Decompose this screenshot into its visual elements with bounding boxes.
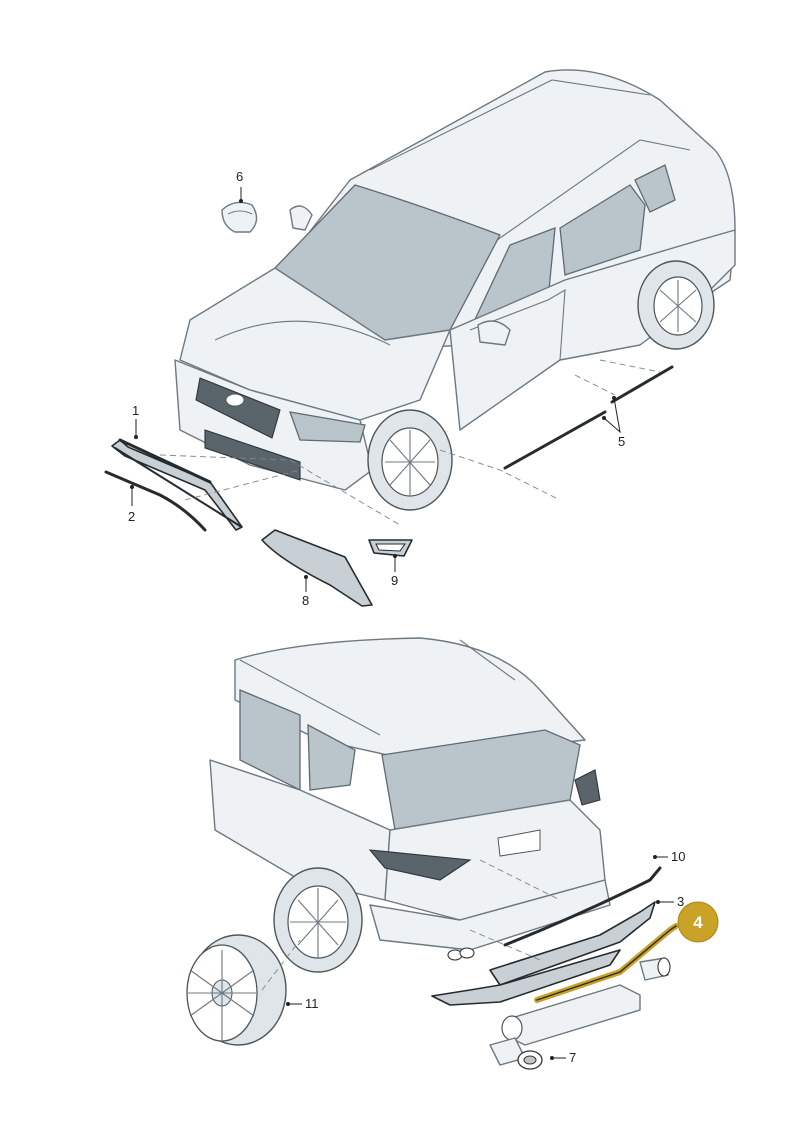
lower-trim-part xyxy=(261,529,373,607)
side-strip-parts xyxy=(503,365,674,470)
highlight-badge[interactable]: 4 xyxy=(677,901,719,943)
assembly-guide-lines-bottom xyxy=(261,859,561,991)
highlight-badge-circle xyxy=(677,901,719,943)
rear-vehicle-illustration xyxy=(209,637,611,973)
upper-trim-part xyxy=(503,866,662,947)
callout-7: 7 xyxy=(569,1050,576,1065)
mirror-cap-part xyxy=(221,201,258,233)
highlighted-trim-part xyxy=(534,923,679,1003)
highlight-badge-label: 4 xyxy=(693,913,703,932)
callout-8: 8 xyxy=(302,593,309,608)
callout-10: 10 xyxy=(671,849,685,864)
callout-9: 9 xyxy=(391,573,398,588)
grille-frame-part xyxy=(111,438,243,531)
assembly-guide-lines-top xyxy=(159,359,661,526)
front-vehicle-illustration xyxy=(174,69,736,511)
callout-5: 5 xyxy=(618,434,625,449)
grille-trim-part xyxy=(104,470,207,532)
fog-frame-part xyxy=(368,539,413,557)
wheel-part xyxy=(186,934,287,1046)
callout-2: 2 xyxy=(128,509,135,524)
callout-11: 11 xyxy=(305,996,319,1011)
exhaust-part xyxy=(489,957,671,1070)
diffuser-part xyxy=(431,901,656,1006)
callout-1: 1 xyxy=(132,403,139,418)
callout-3: 3 xyxy=(677,894,684,909)
callout-6: 6 xyxy=(236,169,243,184)
callout-leaders xyxy=(130,187,674,1060)
